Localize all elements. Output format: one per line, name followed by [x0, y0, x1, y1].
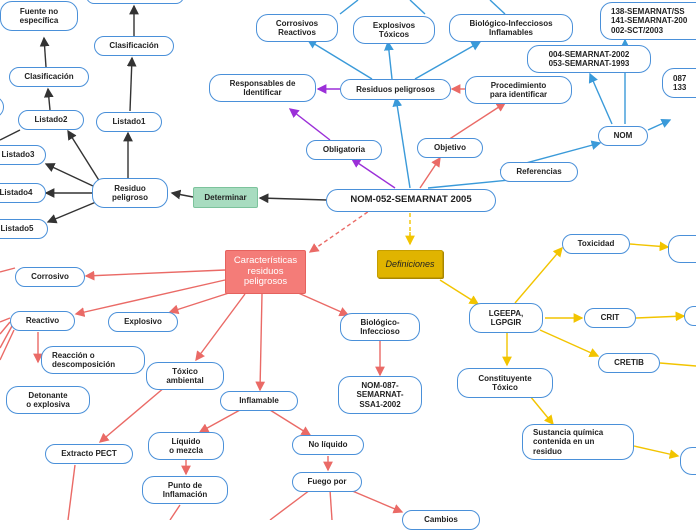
biologico-inflamables-node[interactable]: Biológico-Infecciosos Inflamables	[449, 14, 573, 42]
punto-node[interactable]: Punto de Inflamación	[142, 476, 228, 504]
sustancia-child-node[interactable]	[680, 447, 696, 475]
nom087-node[interactable]: NOM-087- SEMARNAT- SSA1-2002	[338, 376, 422, 414]
lgeepa-node[interactable]: LGEEPA, LGPGIR	[469, 303, 543, 333]
fuente-node[interactable]: Fuente no específica	[0, 1, 78, 31]
clasificacion-node-2[interactable]: Clasificación	[9, 67, 89, 87]
residuos-peligrosos-node[interactable]: Residuos peligrosos	[340, 79, 451, 100]
toxicidad-node[interactable]: Toxicidad	[562, 234, 630, 254]
nom-list-a-node[interactable]: 138-SEMARNAT/SS 141-SEMARNAT-200 002-SCT…	[600, 2, 696, 40]
listado2-node[interactable]: Listado2	[18, 110, 84, 130]
explosivos-toxicos-node[interactable]: Explosivos Tóxicos	[353, 16, 435, 44]
nom-node[interactable]: NOM	[598, 126, 648, 146]
crit-node[interactable]: CRIT	[584, 308, 636, 328]
cambios-node[interactable]: Cambios	[402, 510, 480, 530]
reaccion-node[interactable]: Reacción o descomposición	[41, 346, 145, 374]
extracto-node[interactable]: Extracto PECT	[45, 444, 133, 464]
constituyente-node[interactable]: Constituyente Tóxico	[457, 368, 553, 398]
obligatoria-node[interactable]: Obligatoria	[306, 140, 382, 160]
referencias-node[interactable]: Referencias	[500, 162, 578, 182]
fuego-node[interactable]: Fuego por	[292, 472, 362, 492]
clasificacion-node-1[interactable]: Clasificación	[94, 36, 174, 56]
crit-child-node[interactable]	[684, 306, 696, 326]
reactivo-node[interactable]: Reactivo	[10, 311, 75, 331]
nom-right-node[interactable]: 087 133	[662, 68, 696, 98]
root-node[interactable]: NOM-052-SEMARNAT 2005	[326, 189, 496, 212]
cretib-node[interactable]: CRETIB	[598, 353, 660, 373]
top-left-node[interactable]	[86, 0, 184, 4]
toxico-ambiental-node[interactable]: Tóxico ambiental	[146, 362, 224, 390]
toxicidad-child-node[interactable]	[668, 235, 696, 263]
no-liquido-node[interactable]: No líquido	[292, 435, 364, 455]
caracteristicas-node[interactable]: Características residuos peligrosos	[225, 250, 306, 294]
detonante-node[interactable]: Detonante o explosiva	[6, 386, 90, 414]
inflamable-node[interactable]: Inflamable	[220, 391, 298, 411]
responsables-node[interactable]: Responsables de Identificar	[209, 74, 316, 102]
biologico-infeccioso-node[interactable]: Biológico- Infeccioso	[340, 313, 420, 341]
listado5-node[interactable]: Listado5	[0, 219, 48, 239]
determinar-node[interactable]: Determinar	[193, 187, 258, 208]
nom-list-b-node[interactable]: 004-SEMARNAT-2002 053-SEMARNAT-1993	[527, 45, 651, 73]
definiciones-node[interactable]: Definiciones	[377, 250, 443, 278]
liquido-mezcla-node[interactable]: Líquido o mezcla	[148, 432, 224, 460]
corrosivos-reactivos-node[interactable]: Corrosivos Reactivos	[256, 14, 338, 42]
explosivo-node[interactable]: Explosivo	[108, 312, 178, 332]
listado1-node[interactable]: Listado1	[96, 112, 162, 132]
objetivo-node[interactable]: Objetivo	[417, 138, 483, 158]
listado3-node[interactable]: Listado3	[0, 145, 46, 165]
listado4-node[interactable]: Listado4	[0, 183, 46, 203]
residuo-peligroso-node[interactable]: Residuo peligroso	[92, 178, 168, 208]
corrosivo-node[interactable]: Corrosivo	[15, 267, 85, 287]
procedimiento-node[interactable]: Procedimiento para identificar	[465, 76, 572, 104]
sustancia-node[interactable]: Sustancia química contenida en un residu…	[522, 424, 634, 460]
